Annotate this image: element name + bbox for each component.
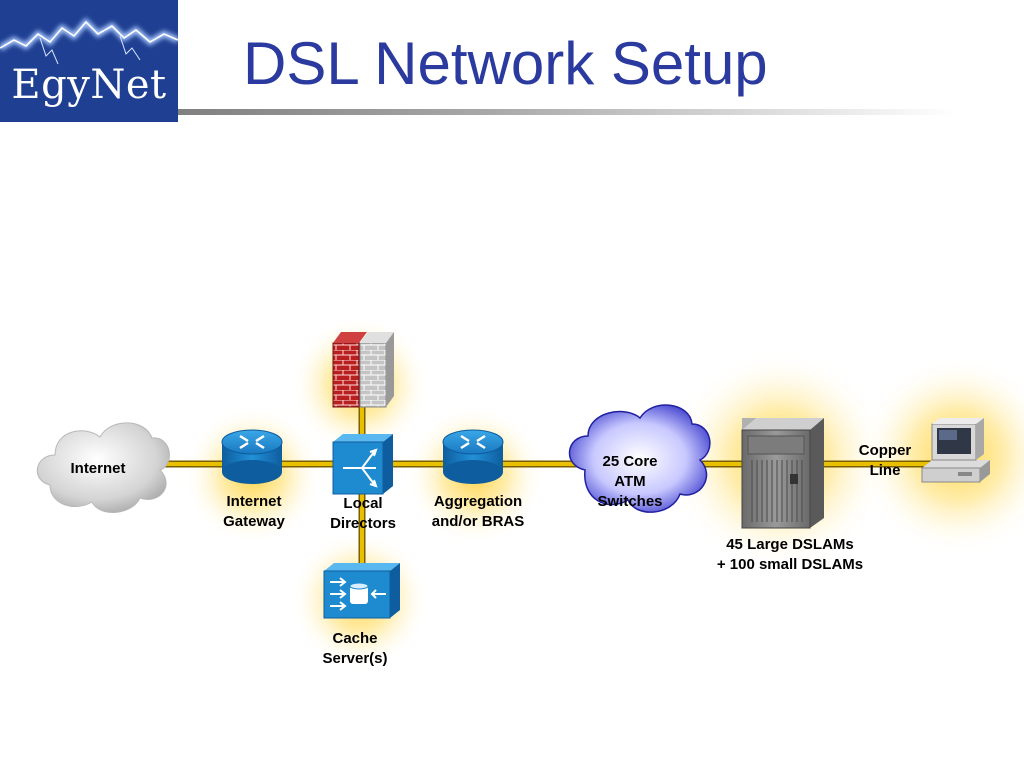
dslam-icon — [741, 418, 824, 529]
aggregation-label: Aggregation and/or BRAS — [431, 493, 525, 530]
internet-label: Internet — [70, 460, 126, 477]
cache-servers-label: Cache Server(s) — [322, 630, 388, 667]
router-icon-aggregation — [442, 429, 504, 484]
internet-gateway-label: Internet Gateway — [223, 493, 285, 530]
title-divider — [178, 109, 958, 115]
cache-server-icon — [323, 563, 400, 619]
firewall-icon — [332, 332, 394, 408]
logo-text: EgyNet — [11, 62, 167, 108]
lightning-icon — [0, 17, 178, 65]
router-icon-gateway — [221, 429, 283, 484]
switch-icon-local-directors — [332, 434, 393, 495]
dslams-label: 45 Large DSLAMs + 100 small DSLAMs — [716, 536, 864, 573]
atm-cloud-icon — [568, 404, 711, 513]
computer-icon — [921, 418, 990, 483]
egynet-logo: EgyNet — [0, 0, 178, 122]
local-directors-label: Local Directors — [330, 495, 396, 532]
core-atm-label: 25 Core ATM Switches — [597, 453, 663, 510]
internet-cloud-icon — [36, 422, 170, 514]
page-title: DSL Network Setup — [243, 30, 768, 97]
copper-line-label: Copper Line — [858, 442, 912, 479]
